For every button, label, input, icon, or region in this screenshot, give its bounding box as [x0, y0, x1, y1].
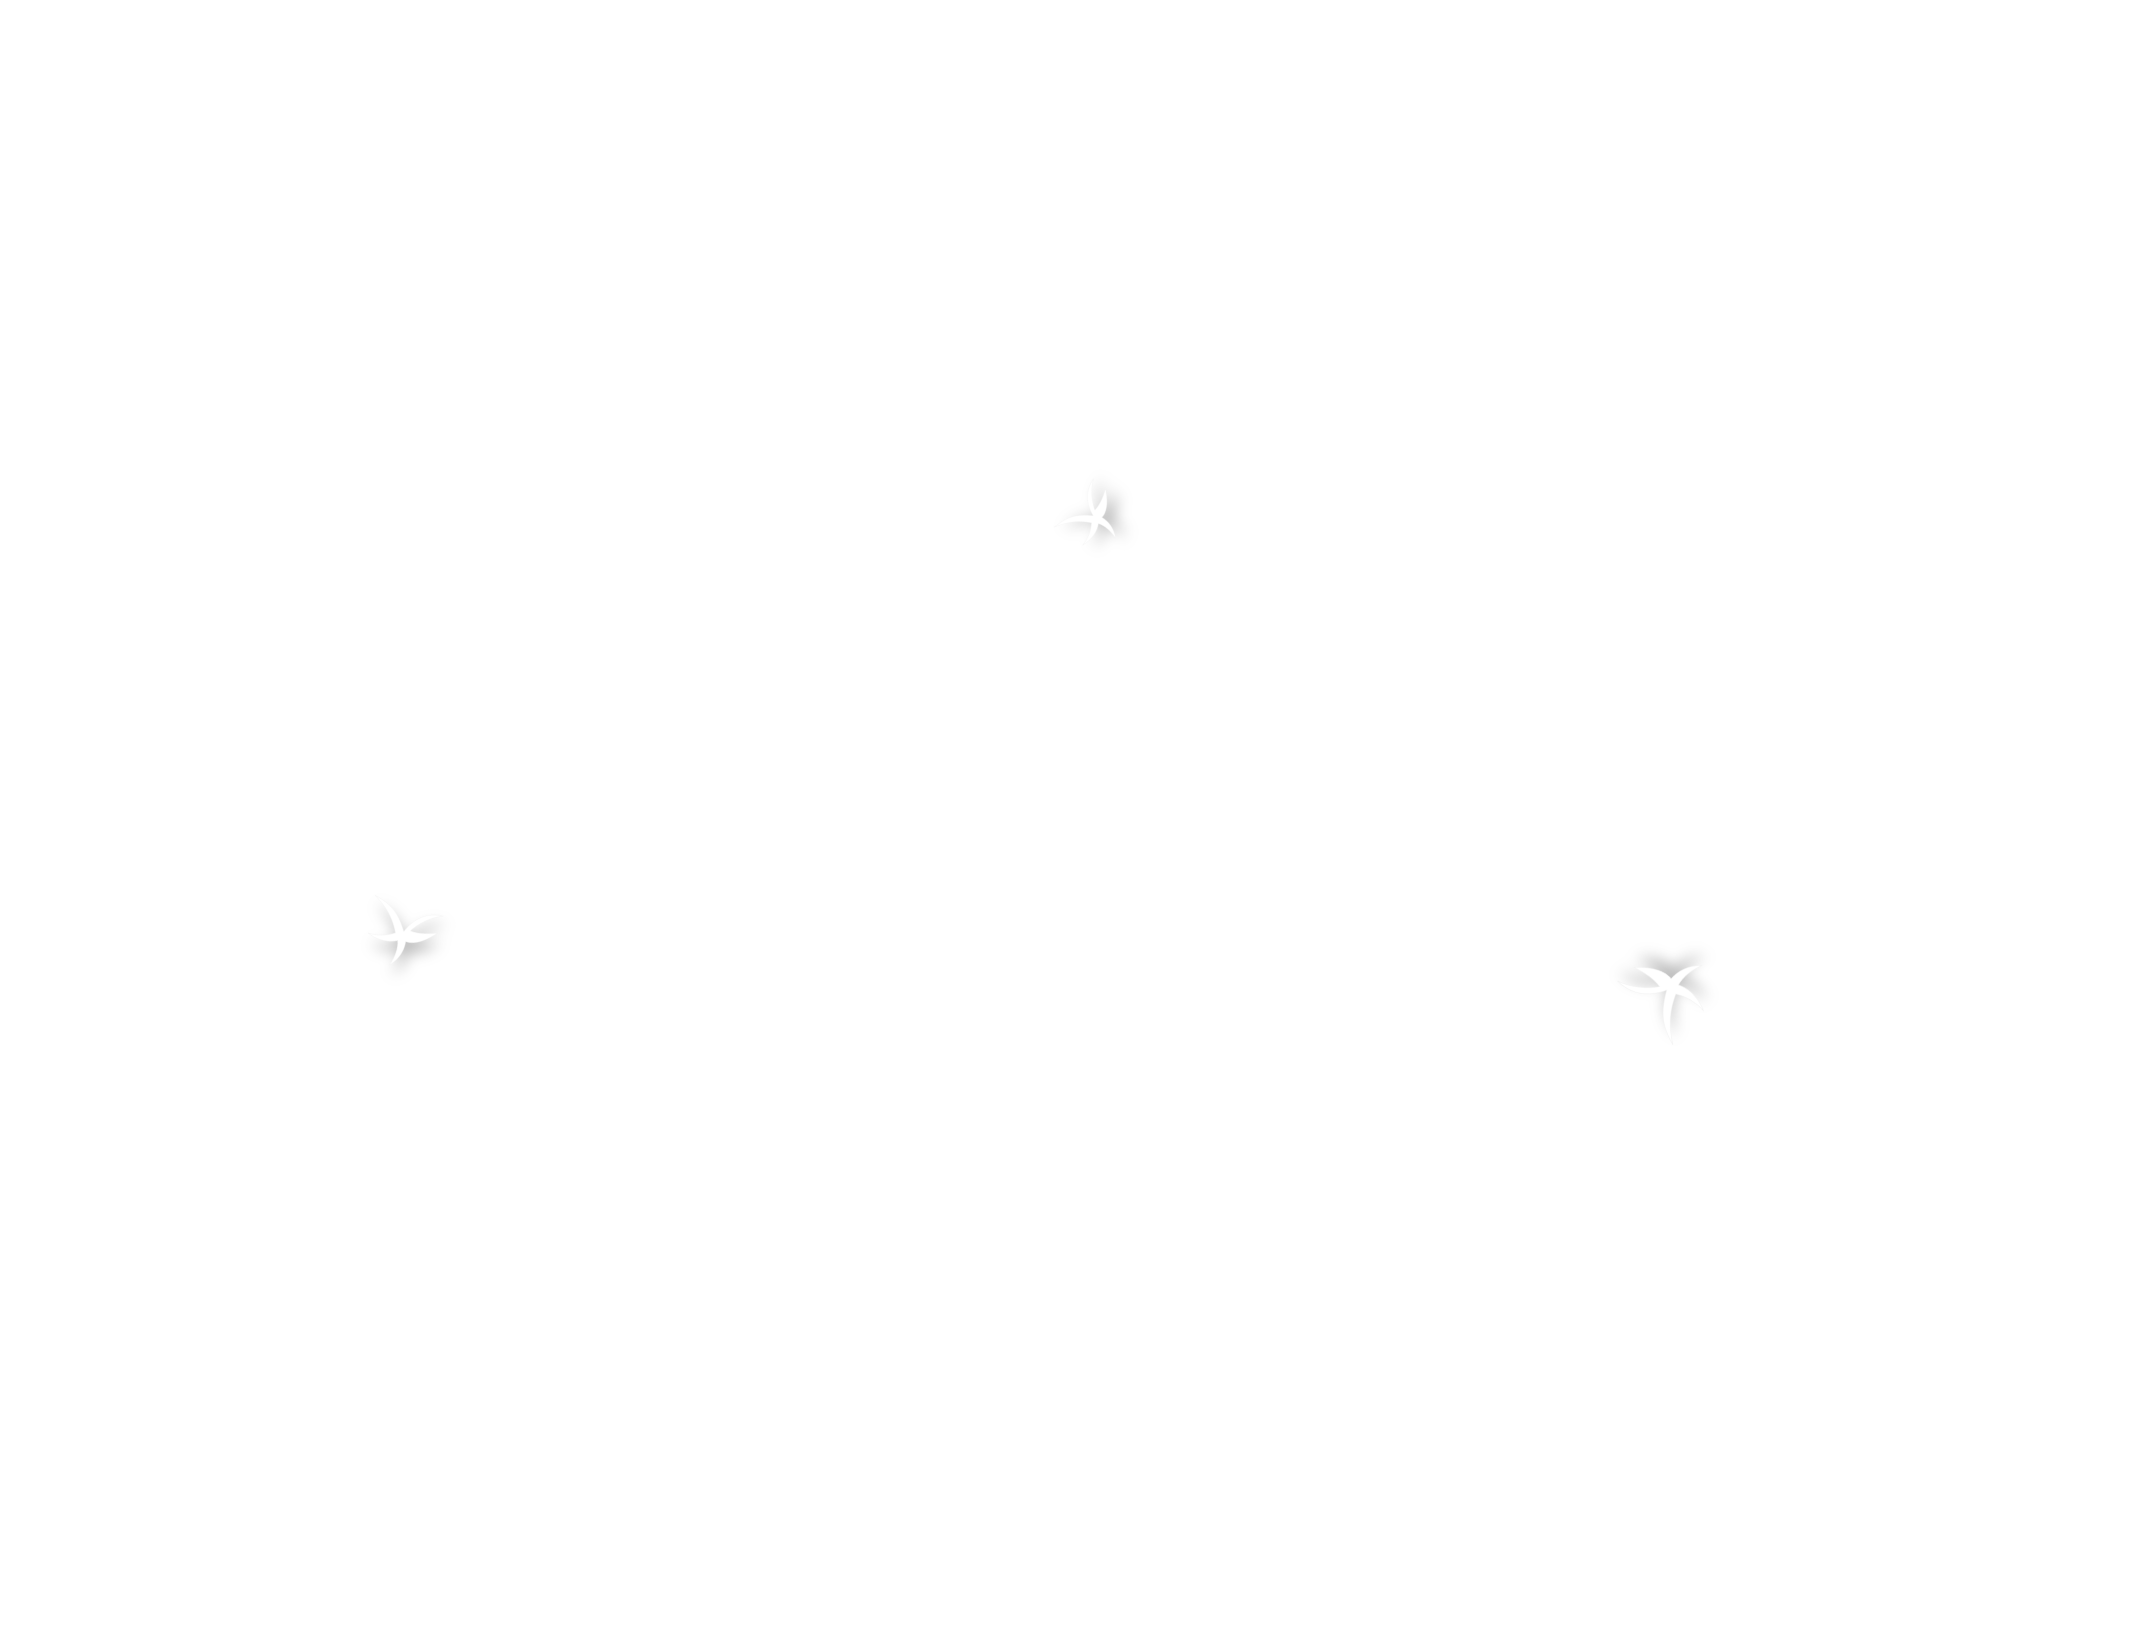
swallow-icon-graphic	[1054, 478, 1116, 546]
swallow-icon-graphic	[1617, 965, 1704, 1045]
swallow-icon	[1044, 467, 1140, 563]
swallow-icon-graphic	[367, 895, 444, 966]
swallow-icon	[1599, 925, 1733, 1059]
swallow-icon	[359, 885, 449, 975]
